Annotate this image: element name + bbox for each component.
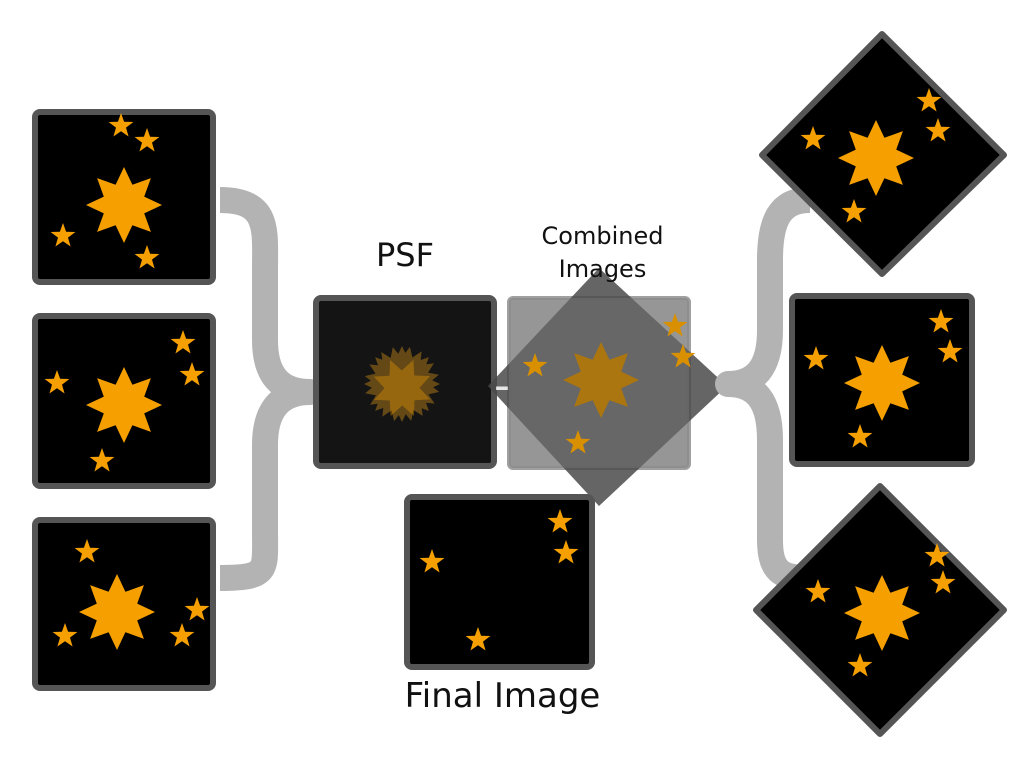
bright-star — [844, 345, 920, 421]
rotated-image-3 — [753, 483, 1007, 737]
bright-star — [86, 367, 162, 443]
final-image-panel — [404, 494, 595, 670]
bright-star — [86, 167, 162, 243]
left-brace — [219, 187, 323, 591]
psf-label: PSF — [375, 236, 434, 274]
final-image-label: Final Image — [404, 676, 601, 716]
psf-panel — [313, 295, 497, 469]
minus-operator: - — [494, 360, 510, 411]
input-image-2 — [32, 313, 216, 489]
bright-star — [79, 574, 155, 650]
bright-star — [844, 575, 920, 651]
input-image-1 — [32, 109, 216, 285]
rotated-image-1 — [759, 31, 1007, 277]
combined-images-panel — [488, 268, 727, 506]
right-brace — [715, 187, 811, 591]
rotated-image-2 — [789, 293, 975, 467]
bright-star — [838, 120, 914, 196]
input-image-3 — [32, 517, 216, 691]
